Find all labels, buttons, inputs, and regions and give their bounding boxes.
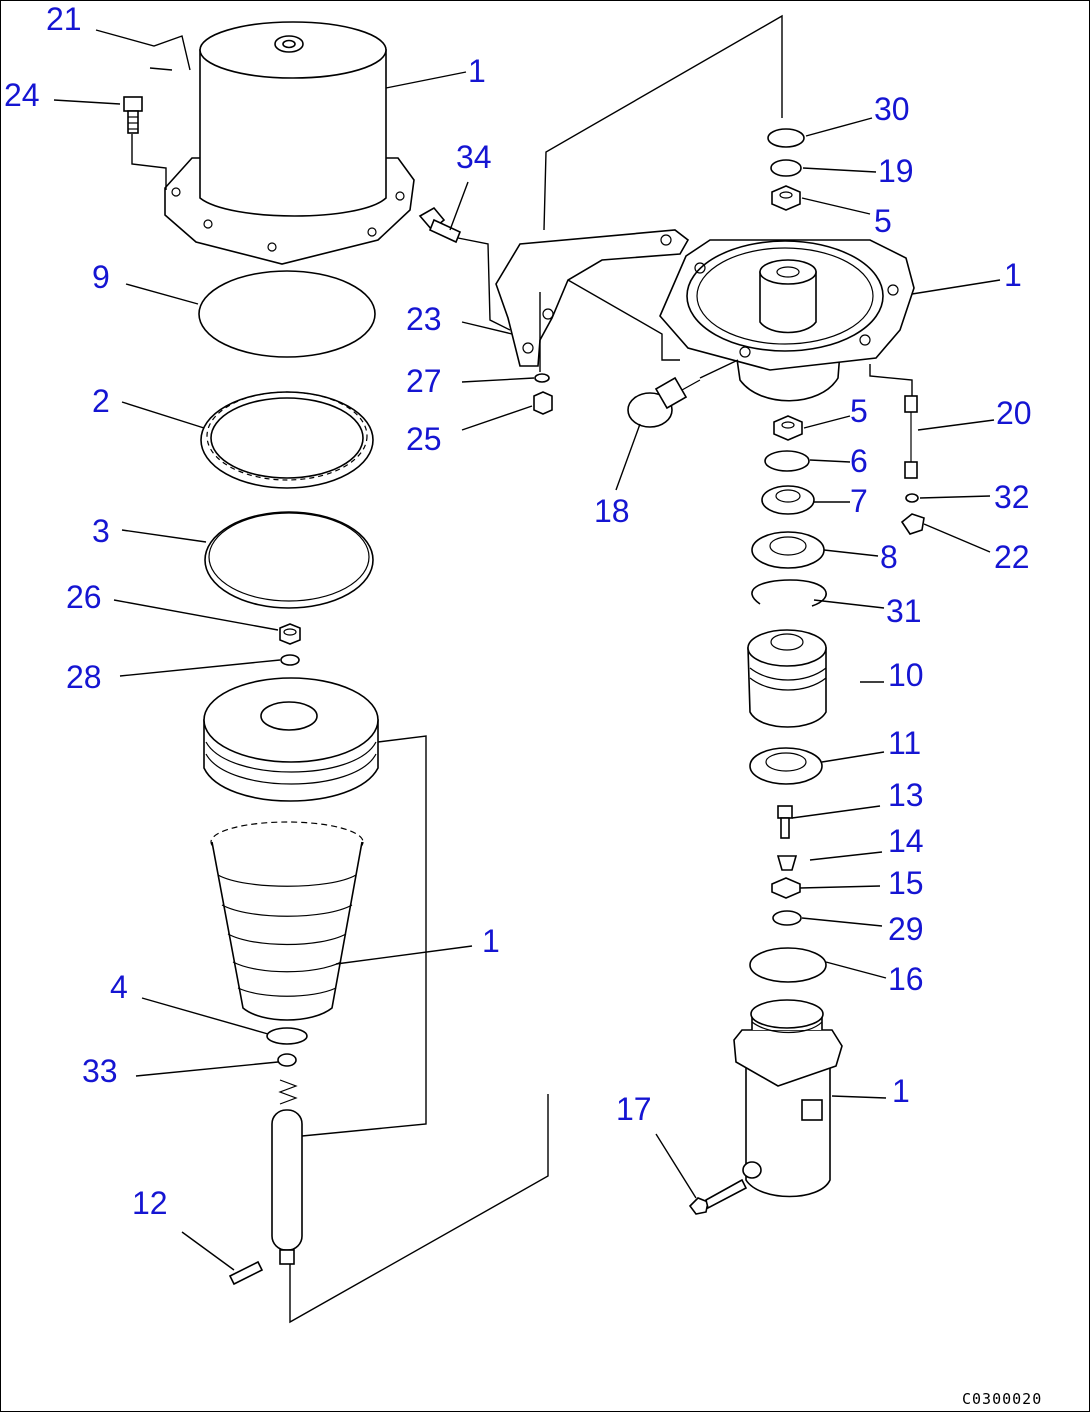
washer-low-part <box>772 910 802 926</box>
pin-part <box>228 1260 264 1286</box>
spool-part <box>747 629 827 728</box>
callout-22: 22 <box>994 539 1030 575</box>
gasket-part <box>198 270 376 358</box>
lower-case-part <box>733 999 843 1198</box>
callout-31: 31 <box>886 593 922 629</box>
callout-8: 8 <box>880 539 898 575</box>
callout-14: 14 <box>888 823 924 859</box>
screw-part <box>777 805 793 839</box>
drawing-code: C0300020 <box>962 1390 1042 1408</box>
callout-17: 17 <box>616 1091 652 1127</box>
callout-32: 32 <box>994 479 1030 515</box>
toothed-ring-part <box>200 391 374 489</box>
callout-10: 10 <box>888 657 924 693</box>
housing-part <box>659 239 915 402</box>
nut-top-part <box>771 185 801 211</box>
callout-2: 2 <box>92 383 110 419</box>
disc-part <box>749 947 827 983</box>
plug-part <box>900 513 925 535</box>
callout-16: 16 <box>888 961 924 997</box>
callout-30: 30 <box>874 91 910 127</box>
callout-1-bellows: 1 <box>482 923 500 959</box>
top-cover-part <box>164 21 415 265</box>
cam-ring-part <box>749 747 823 785</box>
leader-lines <box>53 14 1001 1324</box>
callout-1-top-cover: 1 <box>468 53 486 89</box>
callout-6: 6 <box>850 443 868 479</box>
callout-24: 24 <box>4 77 40 113</box>
cone-part <box>776 855 798 871</box>
callout-18: 18 <box>594 493 630 529</box>
mounting-bolt-part <box>418 206 462 244</box>
callout-15: 15 <box>888 865 924 901</box>
nut-part <box>279 623 301 645</box>
callout-26: 26 <box>66 579 102 615</box>
callout-3: 3 <box>92 513 110 549</box>
callout-5-mid: 5 <box>850 393 868 429</box>
lower-screw-part <box>688 1178 748 1215</box>
callout-9: 9 <box>92 259 110 295</box>
piston-cap-part <box>203 677 379 802</box>
callout-7: 7 <box>850 483 868 519</box>
spring-washer-part <box>534 373 550 383</box>
o-ring-small-part <box>905 493 919 503</box>
retainer-part <box>761 485 815 515</box>
o-ring-part <box>204 511 374 609</box>
washer-part <box>280 654 300 666</box>
callout-20: 20 <box>996 395 1032 431</box>
bellows-part <box>210 821 364 1021</box>
callout-1-housing: 1 <box>1004 257 1022 293</box>
callout-27: 27 <box>406 363 442 399</box>
callout-33: 33 <box>82 1053 118 1089</box>
callout-11: 11 <box>888 725 921 761</box>
snap-ring-top-part <box>770 159 802 177</box>
spring-seat-part <box>751 531 825 569</box>
callout-19: 19 <box>878 153 914 189</box>
callout-23: 23 <box>406 301 442 337</box>
callout-28: 28 <box>66 659 102 695</box>
callout-4: 4 <box>110 969 128 1005</box>
callout-29: 29 <box>888 911 924 947</box>
callout-13: 13 <box>888 777 924 813</box>
rod-part <box>271 1079 303 1265</box>
bolt-part <box>123 96 143 134</box>
sensor-part <box>627 376 701 428</box>
cap-nut-part <box>533 391 553 415</box>
callout-21: 21 <box>46 1 82 37</box>
callout-1-lower-case: 1 <box>892 1073 910 1109</box>
plate-washer-part <box>266 1027 308 1045</box>
snap-ring-mid-part <box>751 579 827 607</box>
small-ring-part <box>277 1053 297 1067</box>
nut-mid-part <box>773 415 803 441</box>
callout-25: 25 <box>406 421 442 457</box>
callout-labels: 21 24 1 34 30 19 5 1 9 23 27 25 2 5 20 6… <box>4 1 1032 1221</box>
washer-mid-part <box>764 450 810 472</box>
callout-5-top: 5 <box>874 203 892 239</box>
seal-top-part <box>767 128 805 148</box>
pin-rod-part <box>904 395 918 479</box>
callout-34: 34 <box>456 139 492 175</box>
callout-12: 12 <box>132 1185 168 1221</box>
clip-part <box>771 877 801 899</box>
